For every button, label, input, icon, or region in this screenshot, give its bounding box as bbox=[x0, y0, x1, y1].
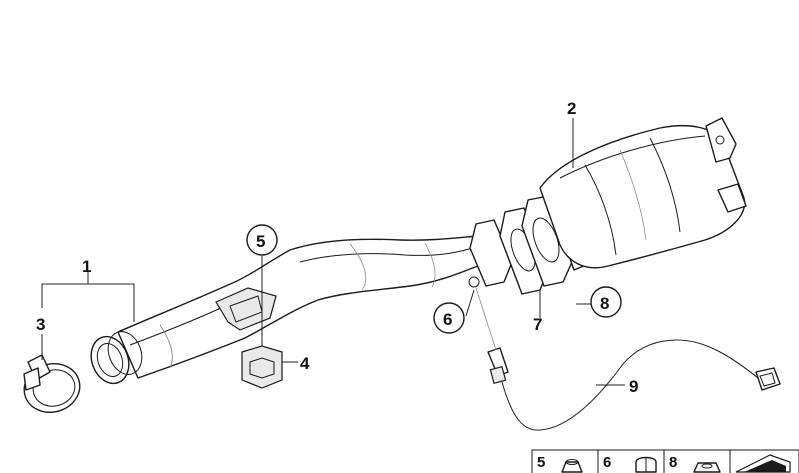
callout-6: 6 bbox=[443, 310, 452, 329]
pipe-clamp bbox=[23, 354, 81, 413]
leader-lines bbox=[41, 118, 625, 386]
cap-nut-icon bbox=[635, 456, 657, 473]
callout-8-circle bbox=[590, 286, 622, 318]
callout-9: 9 bbox=[629, 377, 638, 396]
legend-num-8: 8 bbox=[669, 454, 677, 471]
parts-legend: 5 6 8 bbox=[531, 449, 799, 473]
callout-3: 3 bbox=[36, 315, 45, 334]
nut-icon bbox=[561, 459, 583, 473]
callout-1: 1 bbox=[82, 257, 91, 276]
callout-6-circle bbox=[433, 302, 465, 334]
hex-nut-icon bbox=[693, 462, 721, 473]
rubber-mount bbox=[241, 340, 283, 389]
callout-4: 4 bbox=[300, 354, 310, 373]
front-pipe bbox=[90, 219, 513, 385]
callout-8: 8 bbox=[600, 294, 609, 313]
catalytic-converter bbox=[499, 117, 747, 295]
callout-5: 5 bbox=[256, 232, 265, 251]
callout-7: 7 bbox=[533, 315, 542, 334]
callouts: 1 2 3 4 5 6 7 8 9 bbox=[36, 99, 638, 396]
callout-2: 2 bbox=[567, 99, 576, 118]
callout-5-circle bbox=[246, 224, 278, 256]
legend-num-6: 6 bbox=[603, 454, 611, 471]
legend-num-5: 5 bbox=[537, 454, 545, 471]
catalog-symbol-icon bbox=[735, 454, 791, 473]
